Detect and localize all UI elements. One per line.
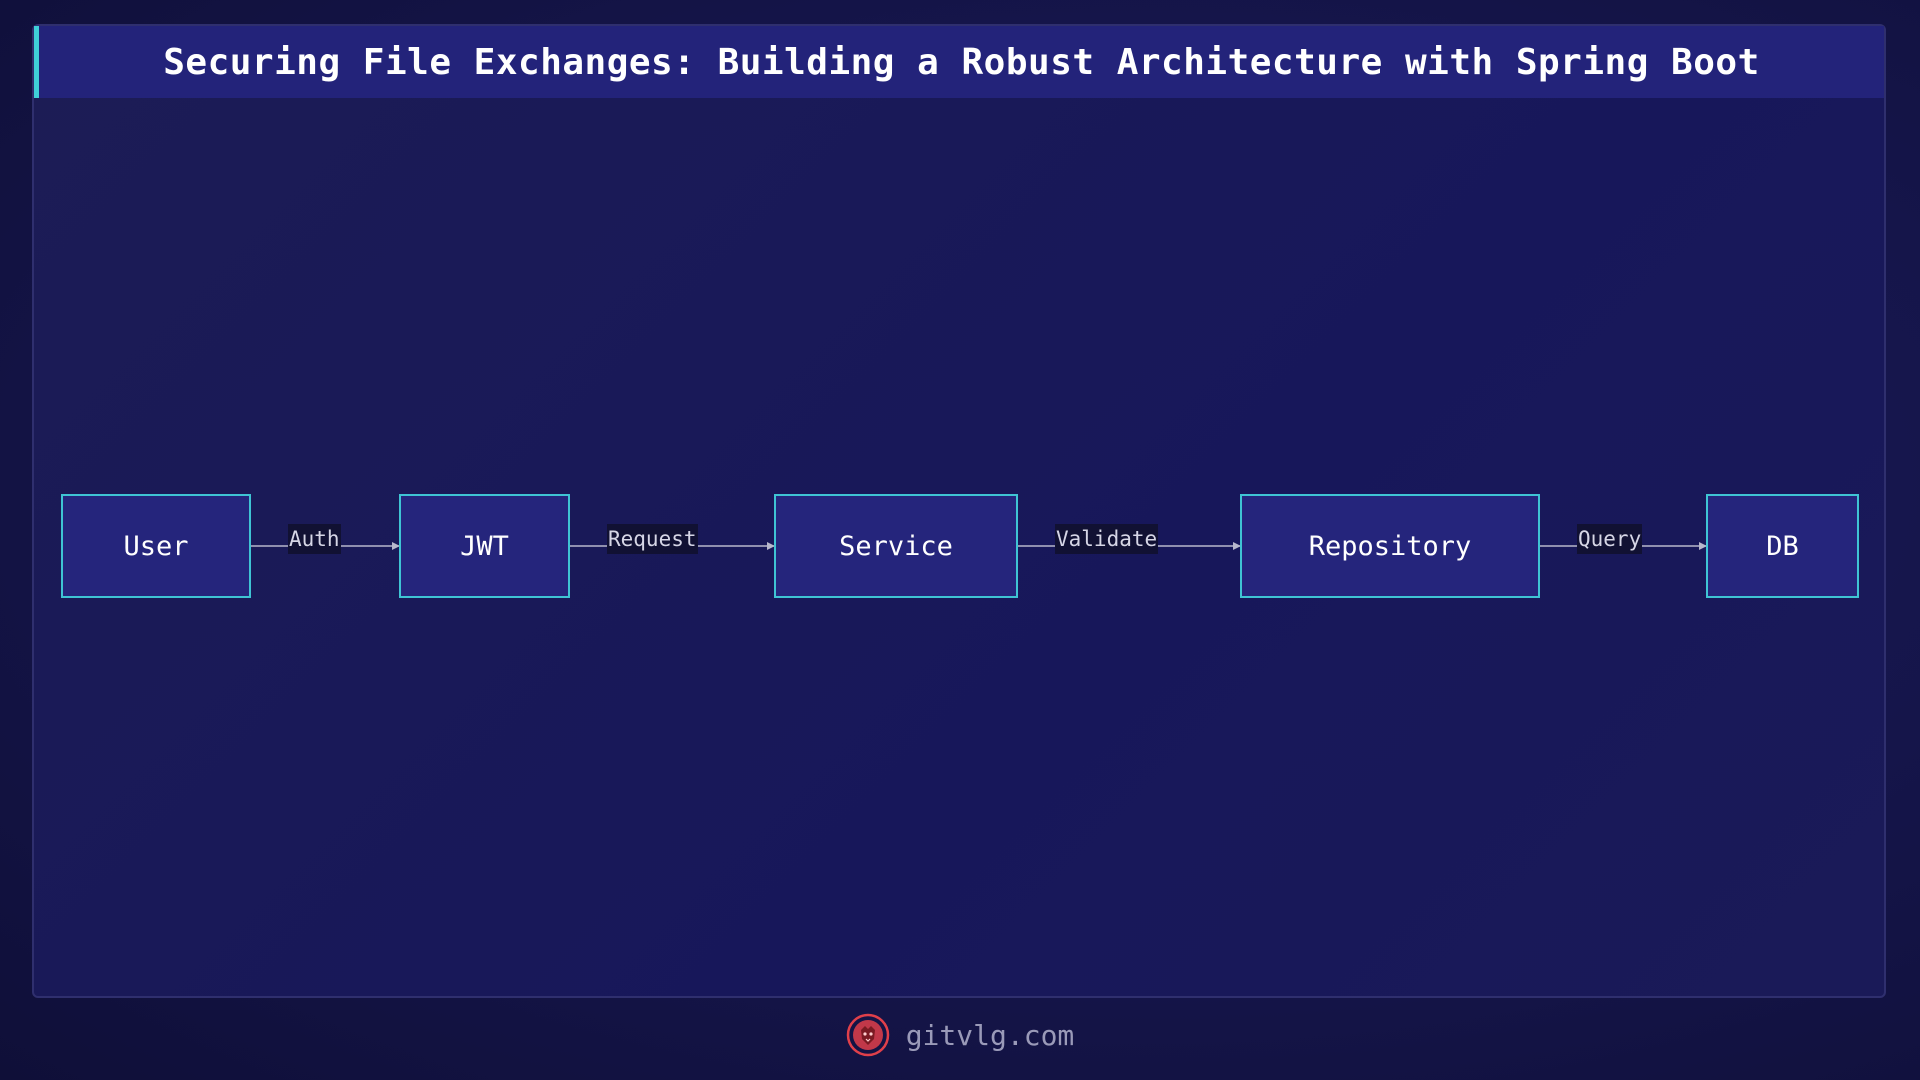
node-jwt: JWT bbox=[399, 494, 570, 598]
title-bar: Securing File Exchanges: Building a Robu… bbox=[34, 26, 1884, 98]
edge-label-auth: Auth bbox=[288, 524, 341, 554]
diagram-panel: Securing File Exchanges: Building a Robu… bbox=[32, 24, 1886, 998]
node-service: Service bbox=[774, 494, 1018, 598]
node-user: User bbox=[61, 494, 251, 598]
footer: gitvlg.com bbox=[0, 1010, 1920, 1060]
edge-label-request: Request bbox=[607, 524, 698, 554]
footer-site-link[interactable]: gitvlg.com bbox=[905, 1018, 1075, 1052]
edge-label-query: Query bbox=[1577, 524, 1643, 554]
page-title: Securing File Exchanges: Building a Robu… bbox=[163, 41, 1760, 83]
edge-label-validate: Validate bbox=[1055, 524, 1159, 554]
node-db: DB bbox=[1706, 494, 1859, 598]
lion-head-icon bbox=[846, 1013, 889, 1057]
node-repository: Repository bbox=[1240, 494, 1540, 598]
